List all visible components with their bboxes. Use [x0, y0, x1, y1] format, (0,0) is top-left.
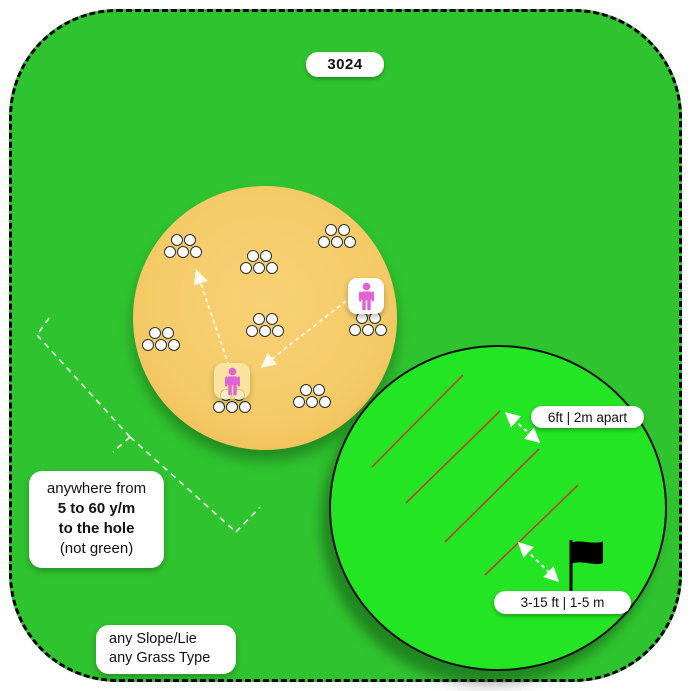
golf-ball — [213, 401, 225, 413]
golf-ball — [161, 327, 174, 339]
golf-ball — [239, 401, 251, 413]
note-line: anywhere from — [46, 480, 147, 497]
line-spacing-label: 6ft | 2m apart — [531, 406, 644, 428]
golf-ball — [226, 401, 238, 413]
golf-ball — [164, 246, 176, 258]
golf-ball — [344, 236, 356, 248]
golf-ball — [155, 339, 167, 351]
golf-ball — [177, 246, 189, 258]
putting-green — [329, 345, 667, 671]
golf-ball — [142, 339, 154, 351]
note-line: 5 to 60 y/m — [57, 499, 136, 517]
golf-ball — [349, 324, 361, 336]
surface-note: any Slope/Lie any Grass Type — [96, 625, 236, 675]
note-line: to the hole — [58, 519, 135, 537]
golf-ball — [306, 396, 318, 408]
golf-ball — [312, 384, 325, 396]
golf-ball — [293, 396, 305, 408]
golf-ball — [170, 234, 183, 246]
golf-ball — [324, 224, 337, 236]
person-glyph — [358, 282, 374, 310]
player-icon — [214, 363, 250, 399]
golf-ball — [259, 250, 272, 262]
golf-ball — [375, 324, 387, 336]
note-line: any Slope/Lie — [109, 631, 197, 647]
golf-ball — [337, 224, 350, 236]
golf-ball — [265, 313, 278, 325]
golf-ball — [272, 325, 284, 337]
golf-ball — [299, 384, 312, 396]
golf-ball — [259, 325, 271, 337]
golf-ball — [319, 396, 331, 408]
note-line: (not green) — [59, 539, 134, 557]
note-line: any Grass Type — [109, 650, 211, 667]
golf-ball — [240, 262, 252, 274]
drill-number-badge: 3024 — [306, 52, 384, 77]
person-glyph — [224, 367, 240, 395]
golf-ball — [362, 324, 374, 336]
golf-ball — [318, 236, 330, 248]
golf-ball — [190, 246, 202, 258]
player-icon — [348, 278, 384, 314]
golf-ball — [331, 236, 343, 248]
hole-distance-label: 3-15 ft | 1-5 m — [494, 591, 631, 614]
golf-ball — [266, 262, 278, 274]
drop-distance-note: anywhere from 5 to 60 y/m to the hole (n… — [29, 471, 164, 568]
golf-ball — [246, 250, 259, 262]
golf-ball — [246, 325, 258, 337]
golf-ball — [148, 327, 161, 339]
golf-ball — [253, 262, 265, 274]
golf-ball — [252, 313, 265, 325]
golf-ball — [168, 339, 180, 351]
golf-ball — [183, 234, 196, 246]
